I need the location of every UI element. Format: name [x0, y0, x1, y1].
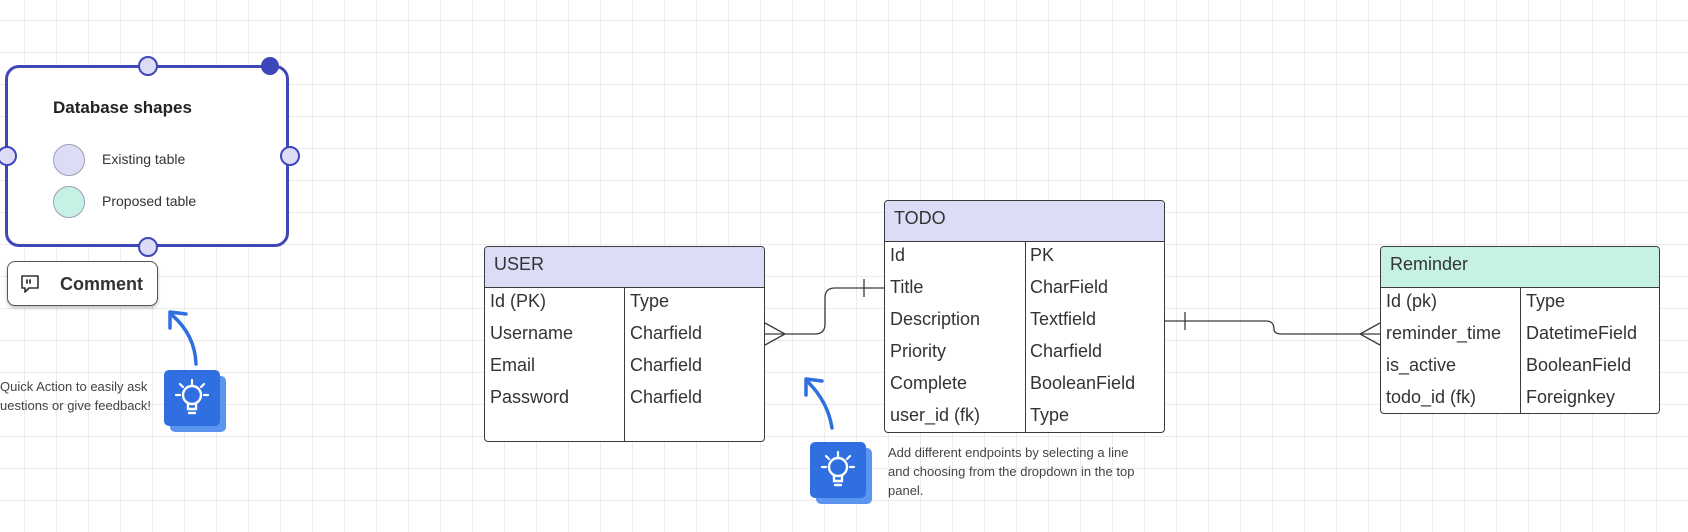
table-cell-type: DatetimeField [1526, 323, 1638, 343]
table-cell-type: Textfield [1030, 309, 1097, 329]
existing-table-label: Existing table [102, 151, 186, 167]
tip-text-line: panel. [888, 483, 924, 498]
table-cell-name: Description [890, 309, 981, 329]
table-cell-name: reminder_time [1386, 323, 1502, 343]
reminder-table-title: Reminder [1390, 254, 1469, 274]
table-cell-name: user_id (fk) [890, 405, 981, 425]
table-cell-type: Charfield [630, 387, 703, 407]
user-table-title: USER [494, 254, 545, 274]
resize-handle-top[interactable] [138, 56, 158, 76]
tip-quick-action-text: Quick Action to easily ask uestions or g… [0, 377, 160, 415]
tip-endpoints-text: Add different endpoints by selecting a l… [888, 443, 1178, 500]
table-cell-name: Id [890, 245, 906, 265]
column-divider [624, 288, 625, 441]
table-cell-name: Password [490, 387, 570, 407]
tip-endpoints[interactable] [810, 442, 872, 504]
resize-handle-right[interactable] [280, 146, 300, 166]
crowfoot-many-marker [1358, 322, 1381, 346]
rotate-handle[interactable] [261, 57, 279, 75]
table-cell-name: Email [490, 355, 536, 375]
tip-text-line: Add different endpoints by selecting a l… [888, 445, 1129, 460]
todo-table-title: TODO [894, 208, 946, 228]
tip-text-line: Quick Action to easily ask [0, 379, 148, 394]
table-cell-type: PK [1030, 245, 1055, 265]
table-cell-name: Title [890, 277, 924, 297]
tip-arrow-mid-head [804, 377, 824, 397]
table-cell-type: Type [1526, 291, 1566, 311]
table-cell-name: is_active [1386, 355, 1457, 375]
table-cell-type: Foreignkey [1526, 387, 1616, 407]
comment-quote-icon [21, 275, 39, 293]
tip-text-line: and choosing from the dropdown in the to… [888, 464, 1135, 479]
proposed-table-label: Proposed table [102, 193, 197, 209]
reminder-table[interactable]: Reminder Id (pk) Type reminder_time Date… [1380, 246, 1660, 414]
table-cell-type: Type [1030, 405, 1070, 425]
table-cell-type: BooleanField [1030, 373, 1136, 393]
tip-arrow-mid [806, 380, 834, 430]
user-table[interactable]: USER Id (PK) Type Username Charfield Ema… [484, 246, 765, 442]
user-todo-connector[interactable] [764, 279, 888, 346]
legend-title: Database shapes [53, 98, 192, 117]
comment-button[interactable]: Comment [7, 261, 158, 306]
table-cell-name: Id (PK) [490, 291, 547, 311]
legend-card[interactable]: Database shapes Existing table Proposed … [5, 65, 289, 247]
resize-handle-bottom[interactable] [138, 237, 158, 257]
tip-text-line: uestions or give feedback! [0, 398, 152, 413]
crowfoot-many-marker [764, 322, 787, 346]
column-divider [1025, 242, 1026, 432]
table-cell-type: Charfield [630, 323, 703, 343]
todo-table-header: TODO [885, 201, 1164, 242]
tip-quick-action[interactable] [164, 370, 226, 432]
tip-arrow-left [170, 313, 198, 366]
tip-arrow-left-head [168, 310, 188, 330]
lightbulb-icon [164, 370, 226, 432]
resize-handle-left[interactable] [0, 146, 17, 166]
user-table-header: USER [485, 247, 764, 288]
table-cell-type: Charfield [630, 355, 703, 375]
table-cell-name: Username [490, 323, 574, 343]
column-divider [1520, 288, 1521, 413]
lightbulb-icon [810, 442, 872, 504]
existing-table-swatch [53, 144, 85, 176]
todo-reminder-connector[interactable] [1164, 312, 1381, 346]
table-cell-type: Type [630, 291, 670, 311]
table-cell-type: CharField [1030, 277, 1109, 297]
table-cell-name: Id (pk) [1386, 291, 1438, 311]
table-cell-name: Complete [890, 373, 968, 393]
comment-label: Comment [60, 274, 144, 294]
table-cell-type: BooleanField [1526, 355, 1632, 375]
table-cell-name: Priority [890, 341, 947, 361]
table-cell-type: Charfield [1030, 341, 1103, 361]
proposed-table-swatch [53, 186, 85, 218]
table-cell-name: todo_id (fk) [1386, 387, 1477, 407]
reminder-table-header: Reminder [1381, 247, 1659, 288]
todo-table[interactable]: TODO Id PK Title CharField Description T… [884, 200, 1165, 433]
